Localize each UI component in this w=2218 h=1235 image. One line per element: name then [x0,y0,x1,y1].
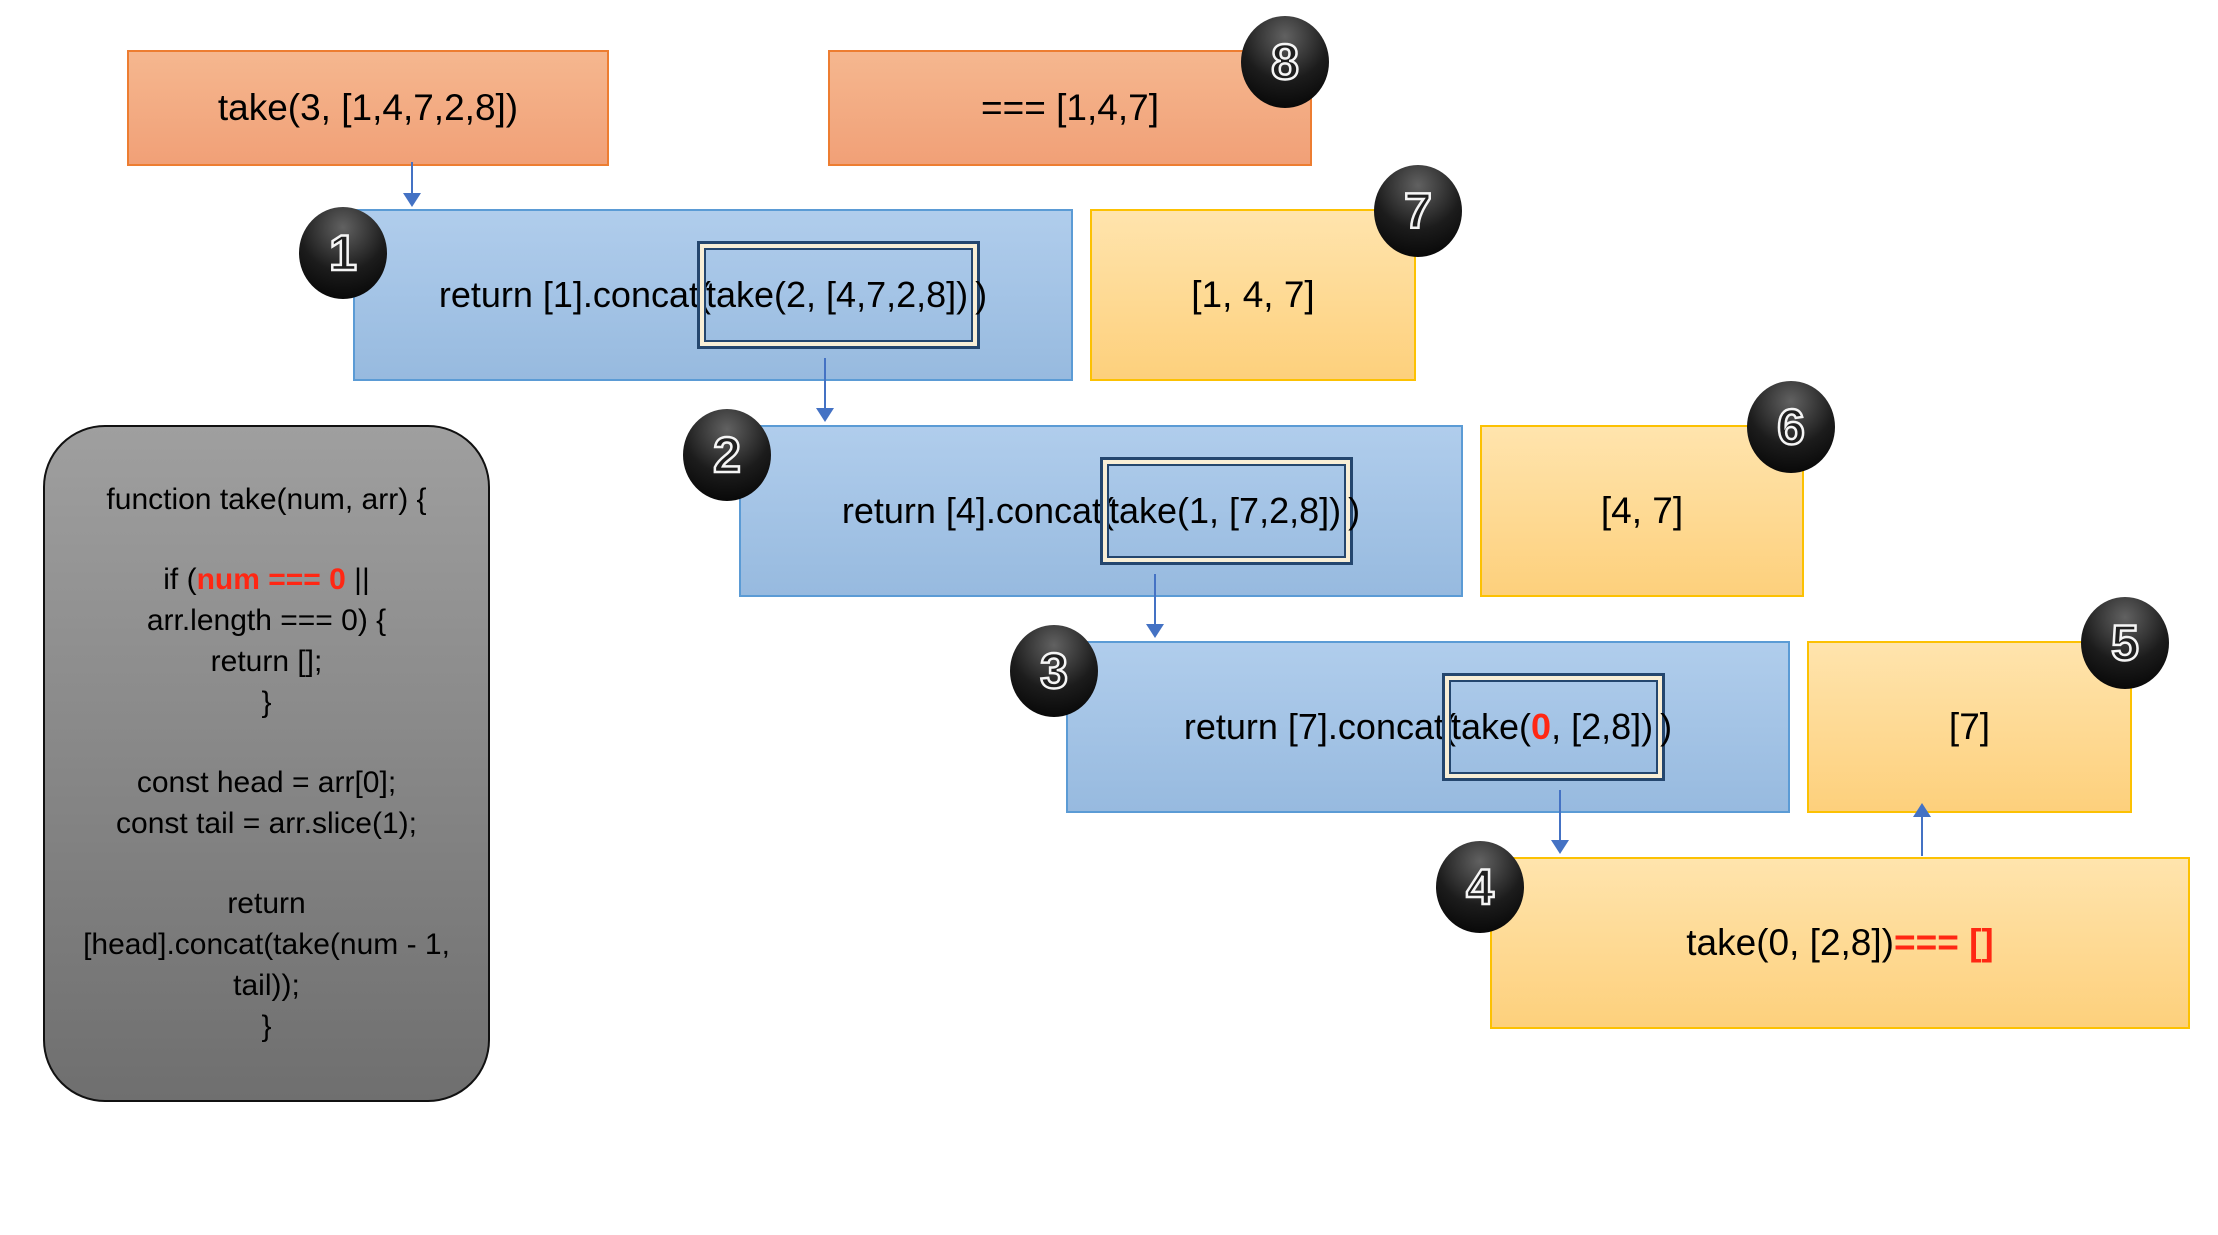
step-badge-6: 6 [1747,381,1835,473]
code-if-condition: num === 0 [196,563,346,596]
stack-frame-2-box: return [4].concat(take(1, [7,2,8])) [739,425,1463,597]
arrow-down-icon [403,193,421,207]
code-panel: function take(num, arr) { if (num === 0 … [43,425,490,1102]
result-middle-box: [4, 7] [1480,425,1804,597]
stack-frame-1-box: return [1].concat(take(2, [4,7,2,8])) [353,209,1073,381]
step-badge-8: 8 [1241,16,1329,108]
code-if-pre: if ( [163,563,197,596]
result-middle-text: [4, 7] [1600,490,1684,531]
arrow-down-icon [1146,624,1164,638]
step-badge-3: 3 [1010,625,1098,717]
result-outer-text: [1, 4, 7] [1191,274,1315,315]
result-outer-box: [1, 4, 7] [1090,209,1416,381]
base-case-text: take(0, [2,8]) [1686,922,1894,963]
frame3-suffix: ) [1660,706,1673,747]
code-line: const head = arr[0]; [136,766,397,799]
final-result-text: === [1,4,7] [981,87,1159,128]
code-line: const tail = arr.slice(1); [116,807,417,840]
code-blank-line [45,520,488,559]
frame2-recursive-call-rect: take(1, [7,2,8]) [1100,457,1354,565]
code-line: tail)); [233,969,300,1002]
step-badge-4: 4 [1436,841,1524,933]
code-line: function take(num, arr) { [106,483,427,516]
code-line: return [227,887,306,920]
frame2-call-text: take(1, [7,2,8]) [1109,490,1342,531]
frame3-call-post: , [2,8]) [1551,706,1654,747]
frame2-prefix: return [4].concat( [841,490,1114,531]
final-result-box: === [1,4,7] [828,50,1312,166]
code-line-if: if (num === 0 || [45,559,488,600]
frame3-call-pre: take( [1451,706,1532,747]
code-line: [head].concat(take(num - 1, [83,928,450,961]
step-badge-5: 5 [2081,597,2169,689]
code-blank-line [45,844,488,883]
initial-call-text: take(3, [1,4,7,2,8]) [217,87,519,128]
frame1-call-text: take(2, [4,7,2,8]) [705,274,969,315]
step-badge-1: 1 [299,207,387,299]
step-badge-2: 2 [683,409,771,501]
arrow-line [411,162,413,196]
code-blank-line [45,723,488,762]
arrow-down-icon [816,408,834,422]
initial-call-box: take(3, [1,4,7,2,8]) [127,50,609,166]
arrow-line [1154,574,1156,626]
code-line: } [261,686,272,719]
frame3-prefix: return [7].concat( [1183,706,1456,747]
stack-frame-3-box: return [7].concat(take(0, [2,8])) [1066,641,1790,813]
frame3-call-zero: 0 [1531,706,1552,747]
result-inner-box: [7] [1807,641,2132,813]
code-line: arr.length === 0) { [146,604,387,637]
result-inner-text: [7] [1948,706,1991,747]
frame1-prefix: return [1].concat( [438,274,711,315]
arrow-line [1559,790,1561,842]
code-if-post: || [345,563,370,596]
arrow-up-icon [1913,803,1931,817]
frame3-recursive-call-rect: take(0, [2,8]) [1442,673,1666,781]
base-case-box: take(0, [2,8]) === [] [1490,857,2190,1029]
arrow-line [1921,815,1923,856]
step-badge-7: 7 [1374,165,1462,257]
arrow-down-icon [1551,840,1569,854]
frame1-suffix: ) [975,274,988,315]
frame1-recursive-call-rect: take(2, [4,7,2,8]) [696,241,981,349]
code-line: } [261,1010,272,1043]
base-case-result-text: === [] [1893,922,1994,963]
frame2-suffix: ) [1348,490,1361,531]
code-line: return []; [210,645,323,678]
arrow-line [824,358,826,410]
